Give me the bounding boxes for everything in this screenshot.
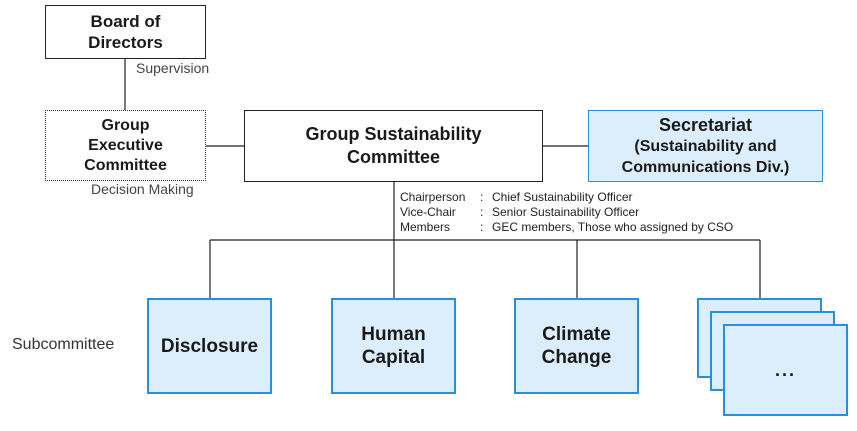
subcommittee-label: Subcommittee: [12, 336, 115, 353]
subcommittee-disclosure-label: Disclosure: [160, 335, 259, 357]
subcommittee-human-capital-box: Human Capital: [331, 298, 456, 394]
committee-roles: Chairperson : Chief Sustainability Offic…: [400, 190, 733, 235]
role-row-chairperson: Chairperson : Chief Sustainability Offic…: [400, 190, 633, 204]
supervision-label: Supervision: [136, 60, 210, 76]
decision-making-label: Decision Making: [91, 181, 194, 197]
group-executive-committee-label: Group Executive Committee: [84, 116, 167, 174]
board-of-directors-label: Board of Directors: [88, 12, 163, 52]
group-executive-committee-box: Group Executive Committee: [45, 110, 206, 181]
subcommittee-more-front-box: ...: [723, 324, 848, 416]
subcommittee-human-capital-label: Human Capital: [361, 324, 426, 368]
subcommittee-more-label: ...: [774, 359, 796, 380]
group-sustainability-committee-label: Group Sustainability Committee: [305, 124, 482, 167]
secretariat-title: Secretariat: [658, 114, 753, 135]
subcommittee-disclosure-box: Disclosure: [147, 298, 272, 394]
subcommittee-climate-change-box: Climate Change: [514, 298, 639, 394]
group-sustainability-committee-box: Group Sustainability Committee: [244, 110, 543, 182]
role-row-vice-chair: Vice-Chair : Senior Sustainability Offic…: [400, 205, 640, 219]
role-row-members: Members : GEC members, Those who assigne…: [400, 220, 734, 234]
subcommittee-climate-change-label: Climate Change: [541, 324, 612, 368]
secretariat-subtitle: (Sustainability and Communications Div.): [621, 137, 790, 176]
secretariat-box: Secretariat (Sustainability and Communic…: [588, 110, 823, 182]
board-of-directors-box: Board of Directors: [45, 5, 206, 59]
